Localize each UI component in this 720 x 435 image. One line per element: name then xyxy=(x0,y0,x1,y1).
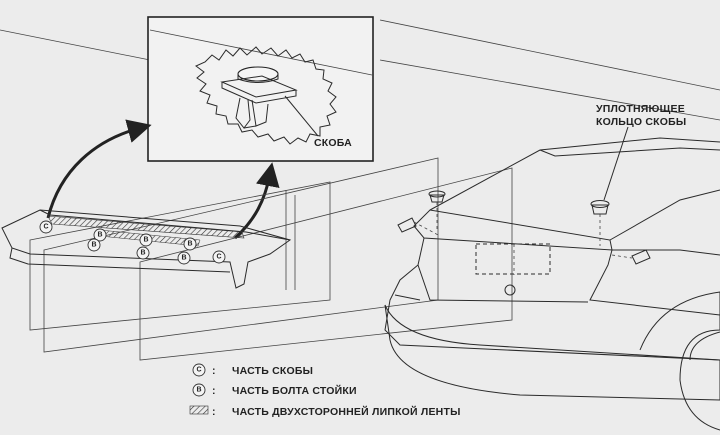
seal-ring-label-line2: КОЛЬЦО СКОБЫ xyxy=(596,116,686,128)
legend-text-clip: ЧАСТЬ СКОБЫ xyxy=(232,365,313,377)
svg-text::: : xyxy=(212,406,216,418)
seal-ring-label-line1: УПЛОТНЯЮЩЕЕ xyxy=(596,103,685,115)
legend-item-clip: C : ЧАСТЬ СКОБЫ xyxy=(192,363,313,377)
rear-wheel xyxy=(639,291,720,431)
legend-item-bolt: B : ЧАСТЬ БОЛТА СТОЙКИ xyxy=(192,383,357,397)
arrow-to-inset-right xyxy=(233,162,280,240)
svg-text:C: C xyxy=(216,254,221,261)
trunk-lid xyxy=(413,209,613,251)
mounting-hardware xyxy=(397,126,651,265)
svg-text:B: B xyxy=(196,387,201,394)
rear-window xyxy=(429,137,720,211)
bolt-marker-2: B xyxy=(87,238,101,252)
seal-ring-right xyxy=(590,200,610,246)
bolt-marker-5: B xyxy=(183,237,197,251)
license-plate-recess xyxy=(475,243,551,275)
svg-text:B: B xyxy=(91,242,96,249)
adhesive-tape-strip xyxy=(47,215,245,239)
background-lines xyxy=(0,19,720,121)
bolt-marker-3: B xyxy=(139,233,153,247)
bolt-marker-4: B xyxy=(136,246,150,260)
clip-detail-inset: СКОБА xyxy=(147,16,374,162)
bolt-marker-1: B xyxy=(93,228,107,242)
legend-text-tape: ЧАСТЬ ДВУХСТОРОННЕЙ ЛИПКОЙ ЛЕНТЫ xyxy=(232,405,461,418)
bolt-marker-6: B xyxy=(177,251,191,265)
arrow-to-inset-left xyxy=(46,119,152,219)
bolt-right xyxy=(611,249,651,265)
svg-text:C: C xyxy=(43,224,48,231)
legend-item-tape: : ЧАСТЬ ДВУХСТОРОННЕЙ ЛИПКОЙ ЛЕНТЫ xyxy=(189,405,461,418)
car-rear xyxy=(384,137,720,431)
svg-text::: : xyxy=(212,385,216,397)
svg-text:B: B xyxy=(140,250,145,257)
svg-text::: : xyxy=(212,365,216,377)
svg-text:B: B xyxy=(187,241,192,248)
sticker-outline xyxy=(195,46,337,145)
bumper xyxy=(384,304,720,401)
svg-text:B: B xyxy=(181,255,186,262)
projection-panels xyxy=(29,157,513,361)
clip-label: СКОБА xyxy=(314,137,352,149)
legend: C : ЧАСТЬ СКОБЫ B : ЧАСТЬ БОЛТА СТОЙКИ :… xyxy=(189,363,461,418)
seal-ring-left xyxy=(428,190,446,232)
svg-text:B: B xyxy=(143,237,148,244)
clip-marker-left: C xyxy=(39,220,53,234)
clip-marker-right: C xyxy=(212,250,226,264)
legend-text-bolt: ЧАСТЬ БОЛТА СТОЙКИ xyxy=(232,384,357,397)
svg-text:B: B xyxy=(97,232,102,239)
bolt-left xyxy=(397,217,441,237)
svg-text:C: C xyxy=(196,367,201,374)
